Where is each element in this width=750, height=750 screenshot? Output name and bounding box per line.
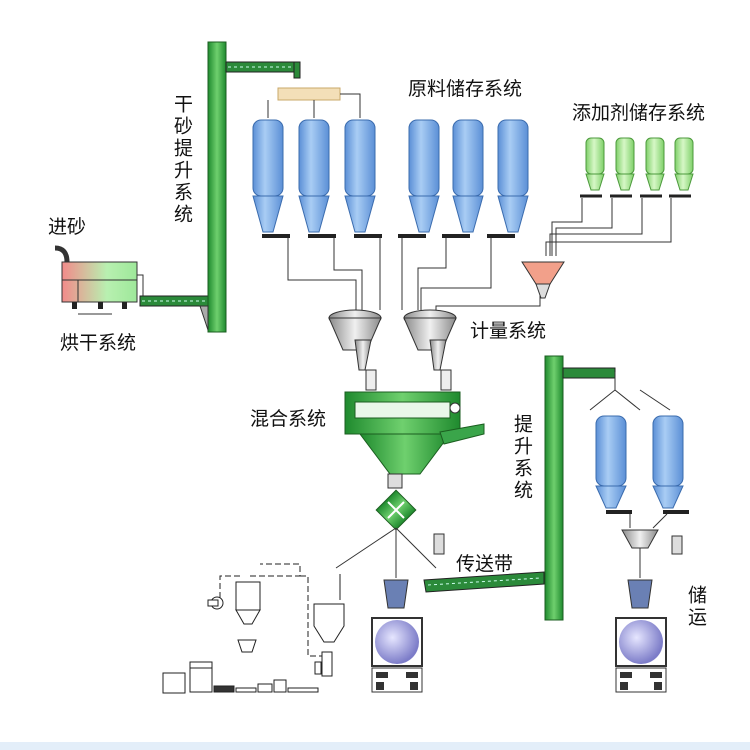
- bag-conveyor-line: [162, 661, 319, 694]
- weighing-hoppers: [328, 309, 457, 391]
- label-additive-storage: 添加剂储存系统: [572, 102, 706, 124]
- dry-sand-elevator: [199, 41, 301, 333]
- dryer: [54, 245, 144, 315]
- additive-silos: [521, 137, 694, 299]
- label-metering-system: 计量系统: [470, 320, 547, 342]
- dust-collection: [207, 563, 345, 677]
- label-raw-storage: 原料储存系统: [408, 78, 523, 100]
- label-mixing-system: 混合系统: [250, 408, 327, 430]
- packing-station: [335, 527, 445, 693]
- belt-conveyor: [423, 571, 545, 593]
- label-lift-system: 提升系统: [511, 414, 533, 502]
- bottom-band: [0, 742, 750, 750]
- label-conveyor-belt: 传送带: [456, 553, 514, 575]
- raw-material-silos: [252, 119, 541, 310]
- top-distribution-conveyor: [267, 87, 361, 118]
- product-silos: [595, 415, 689, 693]
- dryer-conveyor: [139, 295, 211, 307]
- lift-elevator: [544, 355, 671, 621]
- label-sand-in: 进砂: [48, 216, 87, 238]
- mixer: [344, 391, 485, 531]
- label-dry-sand-lift: 干砂提升系统: [171, 94, 193, 226]
- label-drying-system: 烘干系统: [60, 332, 137, 354]
- label-storage-transport: 储运: [685, 585, 707, 629]
